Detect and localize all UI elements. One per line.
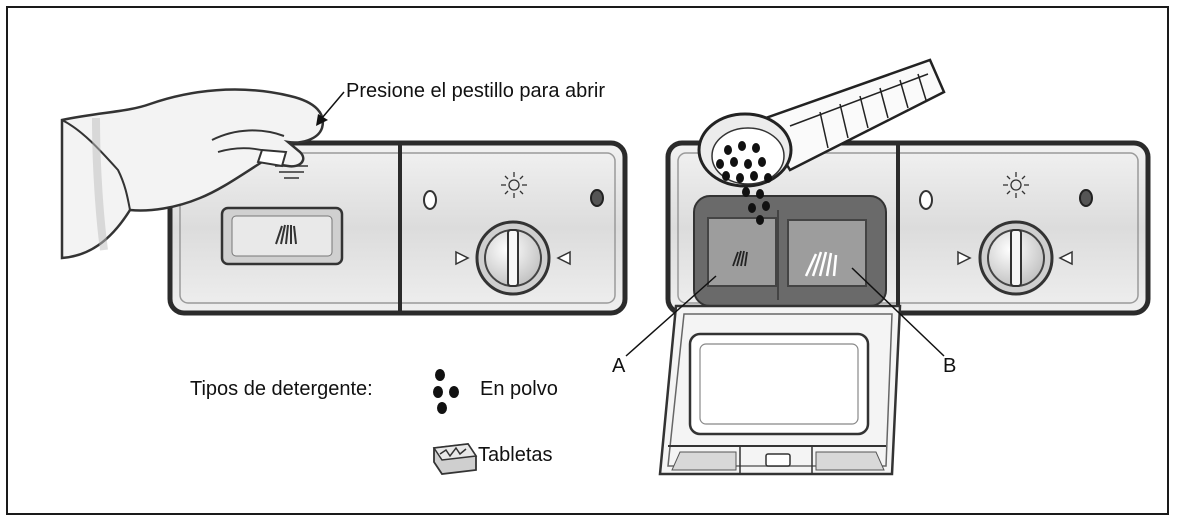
marker-a: A	[612, 355, 626, 377]
spray-icon	[275, 224, 297, 245]
spray-icon-large	[804, 251, 838, 277]
spray-icon-small	[732, 250, 748, 267]
tablet-icon	[432, 443, 478, 475]
open-lid	[658, 304, 902, 476]
diagram-frame	[6, 6, 1169, 515]
right-rinse-aid-dial	[919, 172, 1093, 296]
sun-icon	[1003, 172, 1029, 198]
callout-arrow	[316, 91, 345, 126]
powder-icon	[433, 369, 459, 414]
leader-line-b	[851, 267, 945, 357]
powder-label: En polvo	[480, 378, 558, 400]
detergent-types-label: Tipos de detergente:	[190, 378, 373, 400]
powder-granules	[716, 141, 772, 225]
sun-icon	[501, 172, 527, 198]
hand-illustration	[60, 88, 325, 260]
tablet-label: Tabletas	[478, 444, 553, 466]
marker-b: B	[943, 355, 957, 377]
leader-line-a	[625, 275, 717, 357]
latch-callout-label: Presione el pestillo para abrir	[346, 80, 606, 102]
left-rinse-aid-dial	[423, 172, 604, 296]
